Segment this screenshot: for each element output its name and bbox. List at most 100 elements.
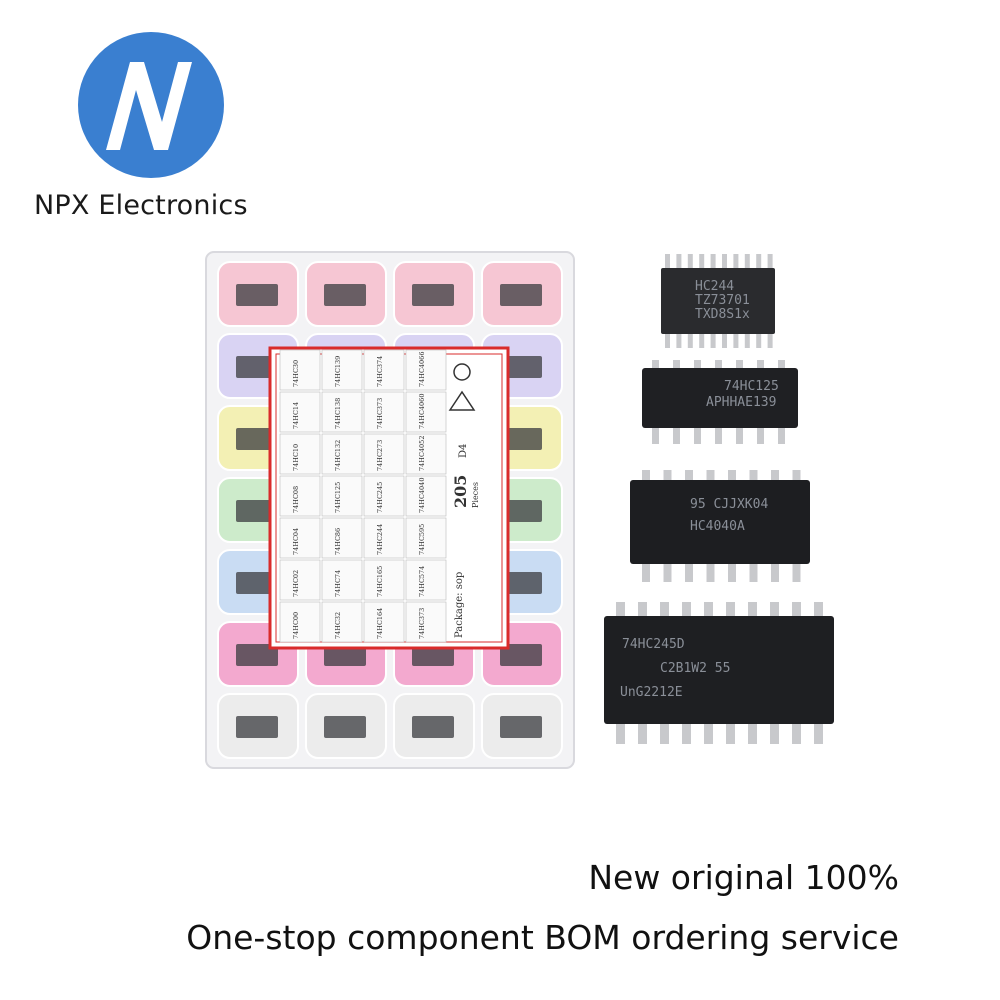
compartment-chip (236, 644, 278, 666)
chip-pin (616, 722, 625, 744)
kit-count: 205 (451, 475, 470, 508)
chip-pin (676, 332, 682, 348)
chip-pin (660, 722, 669, 744)
kit-cell (363, 433, 405, 475)
kit-cell-label: 74HC08 (292, 486, 300, 513)
chip-pin (682, 602, 691, 624)
kit-cell-label: 74HC245 (376, 482, 384, 513)
kit-cell (405, 391, 447, 433)
compartment-chip (500, 572, 542, 594)
kit-cell-label: 74HC4060 (418, 394, 426, 429)
kit-cell-label: 74HC164 (376, 608, 384, 639)
chip-4-marking: 74HC245D (622, 637, 685, 652)
chip-pin (710, 332, 716, 348)
kit-cell (363, 475, 405, 517)
compartment-chip (500, 500, 542, 522)
chip-soic20-narrow: HC244 TZ73701 TXD8S1x (661, 254, 775, 348)
chip-pin (687, 254, 693, 270)
chip-pin (722, 332, 727, 348)
compartment-chip (324, 284, 366, 306)
compartment-chip (236, 284, 278, 306)
chip-pin (642, 562, 650, 582)
kit-cell-label: 74HC02 (292, 570, 300, 597)
kit-cell (279, 559, 321, 601)
kit-package: Package: sop (454, 572, 465, 638)
chip-pin (694, 426, 701, 444)
chip-pin (767, 254, 773, 270)
kit-cell (279, 433, 321, 475)
kit-cell (321, 475, 363, 517)
kit-cell-label: 74HC4040 (418, 478, 426, 513)
chip-pin (770, 722, 779, 744)
kit-cell (363, 349, 405, 391)
compartment-chip (236, 572, 278, 594)
kit-cell (321, 559, 363, 601)
npx-logo (78, 32, 224, 178)
chip-pin (792, 602, 801, 624)
compartment-chip (500, 356, 542, 378)
compartment-chip (500, 644, 542, 666)
chip-pin (749, 562, 758, 582)
kit-cell (321, 601, 363, 643)
compartment-chip (412, 716, 454, 738)
kit-cell-label: 74HC14 (292, 402, 300, 429)
kit-cell (279, 601, 321, 643)
kit-cell (363, 391, 405, 433)
chip-pin (710, 254, 716, 270)
kit-cell (405, 559, 447, 601)
chip-pin (814, 602, 823, 624)
chip-pin (736, 426, 743, 444)
chip-pin (699, 254, 705, 270)
chip-pin (704, 722, 713, 744)
chip-pin (715, 426, 722, 444)
compartment-chip (324, 716, 366, 738)
chip-pin (665, 332, 670, 348)
chip-pin (733, 332, 739, 348)
kit-count-sub: Pieces (471, 482, 480, 508)
kit-cell (363, 559, 405, 601)
chip-soic20-wide: 74HC245D C2B1W2 55 UnG2212E (604, 602, 834, 744)
chip-pin (663, 562, 672, 582)
chip-3-marking: 95 CJJXK04 (690, 497, 768, 512)
kit-cell (405, 517, 447, 559)
chip-2-marking: APHHAE139 (706, 395, 776, 410)
chip-pin (767, 332, 773, 348)
compartment-chip (236, 500, 278, 522)
kit-cell-label: 74HC273 (376, 440, 384, 471)
chip-pin (638, 602, 647, 624)
chip-pin (726, 602, 735, 624)
chip-pin (685, 562, 693, 582)
chip-pin (757, 426, 764, 444)
chip-pin (748, 722, 757, 744)
kit-cell-label: 74HC86 (334, 528, 342, 555)
chip-pin (771, 562, 779, 582)
chip-pin (682, 722, 691, 744)
chip-pin (756, 332, 762, 348)
kit-cell-label: 74HC74 (334, 570, 342, 597)
kit-cell (321, 349, 363, 391)
chip-pin (756, 254, 762, 270)
kit-cell-label: 74HC10 (292, 444, 300, 471)
kit-cell-label: 74HC4066 (418, 352, 426, 387)
kit-cell (321, 433, 363, 475)
chip-pin (676, 254, 682, 270)
chip-pin (638, 722, 647, 744)
chip-pin (704, 602, 713, 624)
chip-pin (748, 602, 757, 624)
chip-pin (770, 602, 779, 624)
chip-3-marking: HC4040A (690, 519, 745, 534)
kit-cell (405, 349, 447, 391)
kit-cell (279, 517, 321, 559)
compartment-chip (412, 284, 454, 306)
chip-pin (699, 332, 705, 348)
chip-pin (814, 722, 823, 744)
chip-pin (778, 426, 785, 444)
chip-pin (792, 562, 801, 582)
kit-cell (405, 433, 447, 475)
compartment-chip (500, 284, 542, 306)
chip-1-marking: TZ73701 (695, 293, 750, 308)
kit-cell-label: 74HC4052 (418, 436, 426, 471)
kit-cell (405, 475, 447, 517)
